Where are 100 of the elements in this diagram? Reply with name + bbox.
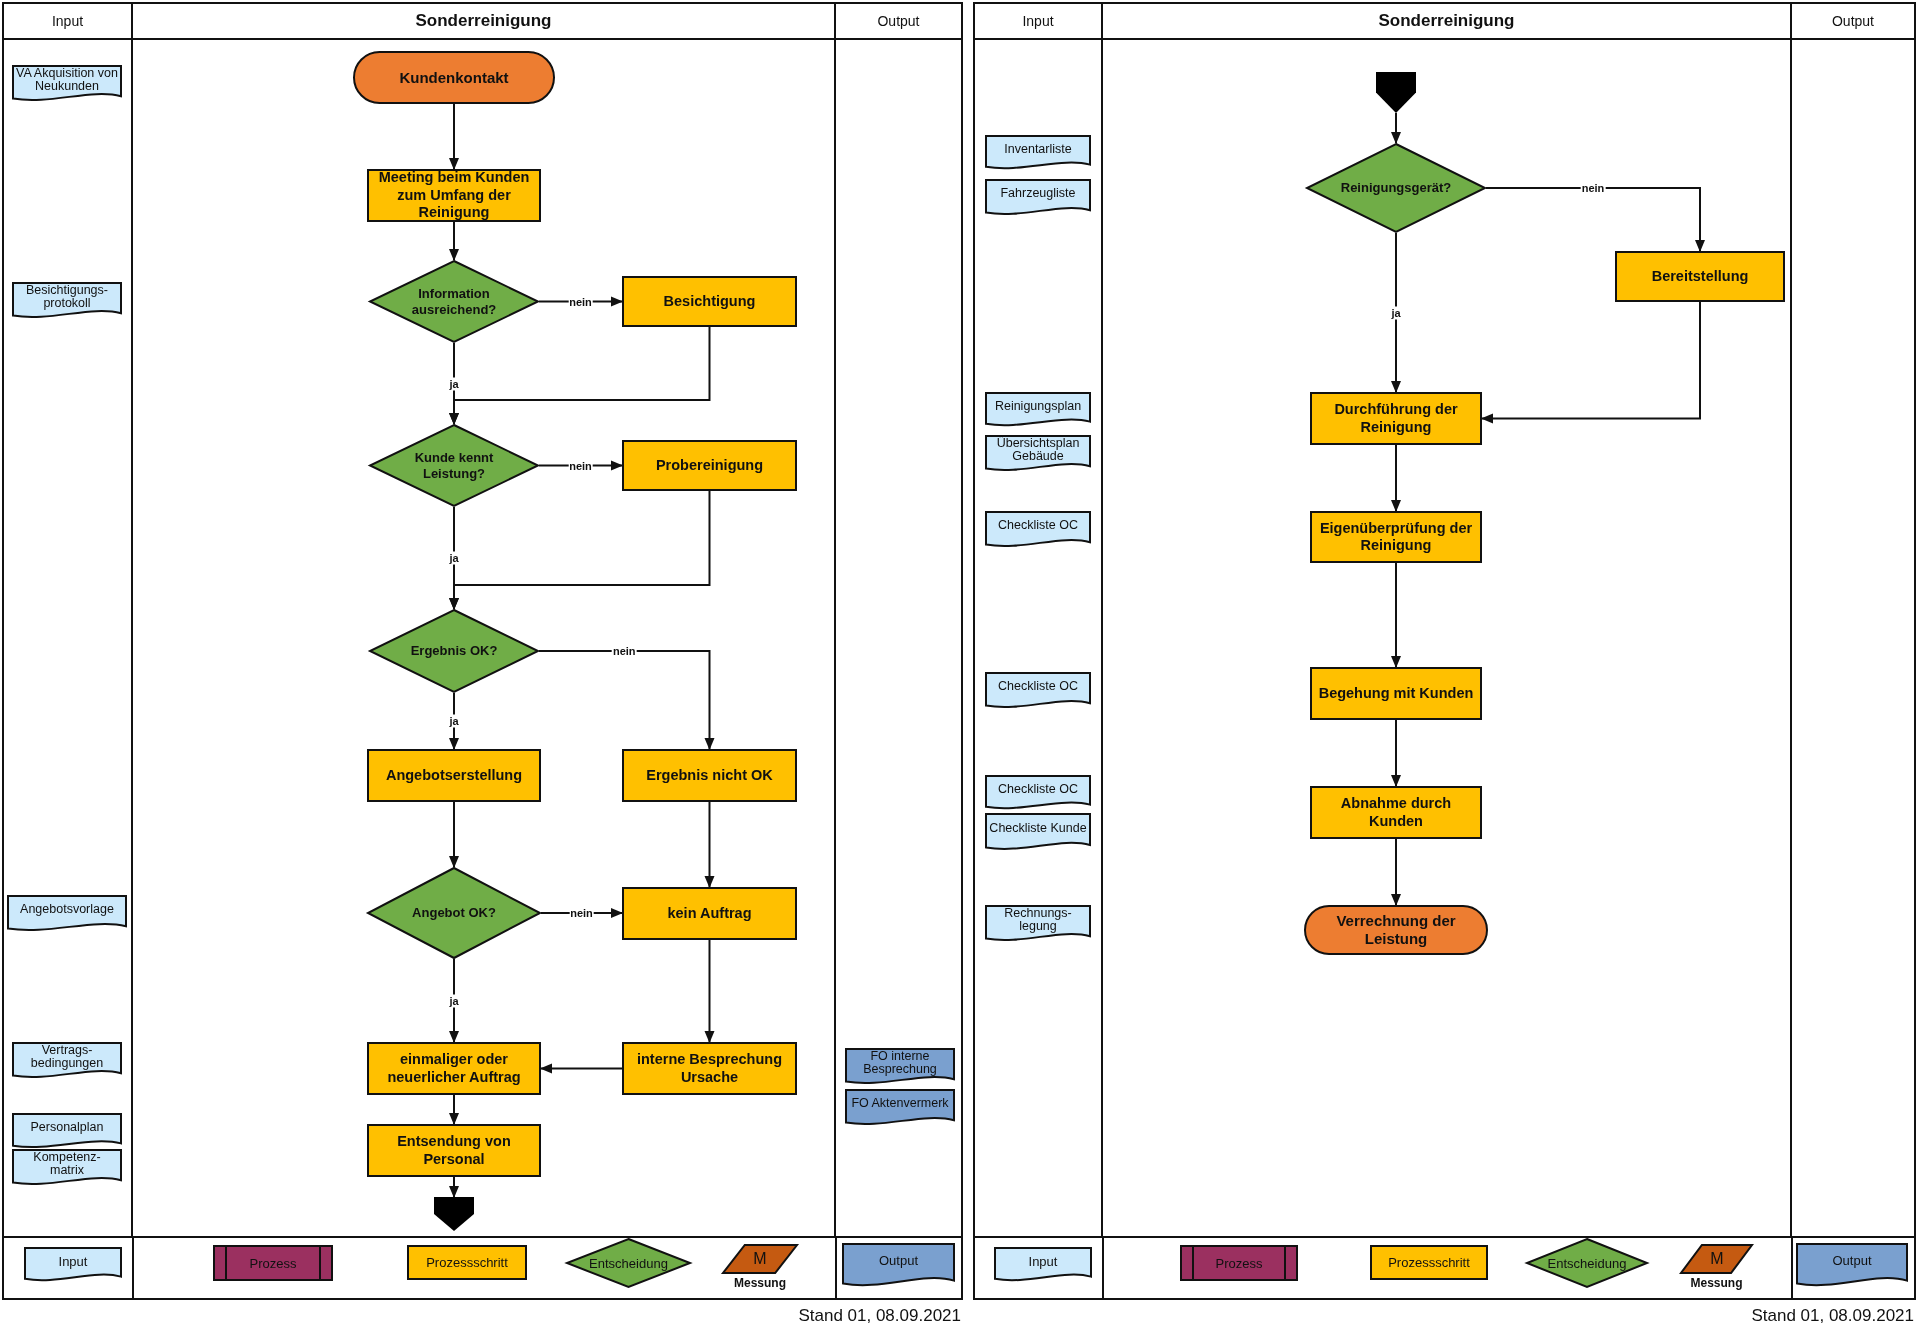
node-label: VA Akquisition von Neukunden <box>15 66 119 94</box>
arrow <box>540 908 623 918</box>
arrow <box>449 490 711 610</box>
swimlane-column <box>1790 2 1916 1238</box>
arrow <box>449 103 459 170</box>
arrow <box>704 939 715 1043</box>
output-document <box>845 1048 955 1087</box>
column-header: Output <box>1792 4 1914 40</box>
input-document <box>985 435 1091 474</box>
legend-label: Entscheidung <box>1546 1254 1628 1273</box>
legend-label: Prozess <box>248 1254 298 1273</box>
legend-label: Output <box>1831 1252 1873 1270</box>
node-label: kein Auftrag <box>667 904 752 923</box>
node-label: Vertrags- bedingungen <box>29 1043 105 1071</box>
node-label: Inventarliste <box>1004 142 1072 157</box>
arrow <box>540 1063 623 1074</box>
legend-label: Prozessschritt <box>1387 1254 1471 1272</box>
node-label: Meeting beim Kunden zum Umfang der Reinigung <box>377 169 531 222</box>
edge-label: nein <box>568 459 593 472</box>
arrow <box>449 1176 459 1198</box>
edge-label: ja <box>448 551 460 565</box>
input-document <box>12 1042 122 1081</box>
arrow <box>449 326 711 425</box>
node-label: interne Besprechung Ursache <box>636 1051 783 1086</box>
arrow <box>1391 838 1401 906</box>
arrow <box>1391 562 1401 668</box>
input-document <box>985 511 1091 550</box>
arrow <box>1391 719 1401 787</box>
node-label: Kundenkontakt <box>399 68 509 87</box>
node-label: einmaliger oder neuerlicher Auftrag <box>386 1051 522 1086</box>
input-document <box>985 135 1091 172</box>
node-label: Checkliste OC <box>998 519 1078 533</box>
input-document <box>985 392 1091 429</box>
node-label: Angebotsvorlage <box>20 903 114 917</box>
arrow <box>1485 187 1705 252</box>
node-label: Durchführung der Reinigung <box>1333 401 1459 436</box>
off-page-connector <box>434 1197 474 1231</box>
node-label: Fahrzeugliste <box>1000 187 1076 201</box>
node-label: Checkliste Kunde <box>989 821 1087 836</box>
node-label: Besichtigung <box>663 292 756 311</box>
node-label: Checkliste OC <box>998 782 1078 797</box>
process-box <box>1310 786 1482 839</box>
node-label: Reinigungsgerät? <box>1340 180 1452 196</box>
edge-label: ja <box>448 994 460 1007</box>
edge-label: nein <box>1580 181 1606 195</box>
column-header: Input <box>975 4 1101 40</box>
arrow <box>449 801 459 868</box>
arrow <box>1391 232 1401 393</box>
node-label: Verrechnung der Leistung <box>1335 912 1457 948</box>
process-box <box>622 276 797 327</box>
column-header: Output <box>836 4 961 40</box>
edge-label: ja <box>1390 306 1402 319</box>
arrow <box>1481 301 1701 424</box>
node-label: Kompetenz- matrix <box>32 1150 102 1178</box>
node-label: Probereinigung <box>655 456 764 475</box>
input-document <box>985 813 1091 853</box>
edge-label: nein <box>568 295 593 308</box>
node-label: Rechnungs- legung <box>1003 906 1073 934</box>
version-note: Stand 01, 08.09.2021 <box>798 1306 961 1326</box>
off-page-connector <box>1376 72 1416 113</box>
node-label: Ergebnis nicht OK <box>646 766 773 785</box>
column-header: Sonderreinigung <box>133 4 834 40</box>
process-box <box>622 440 797 491</box>
legend-label: Prozessschritt <box>425 1254 509 1272</box>
swimlane-column <box>973 2 1103 1238</box>
input-document <box>7 895 127 934</box>
process-box <box>367 749 541 802</box>
symbol-letter: M <box>1710 1250 1724 1268</box>
arrow <box>449 1094 459 1125</box>
legend-label: Input <box>57 1252 89 1271</box>
legend-label: Output <box>878 1252 919 1270</box>
node-label: Entsendung von Personal <box>396 1133 512 1168</box>
input-document <box>985 672 1091 711</box>
symbol-letter: M <box>753 1250 767 1268</box>
arrow <box>704 801 715 888</box>
arrow <box>538 650 715 750</box>
process-box <box>1310 667 1482 720</box>
arrow <box>449 221 459 261</box>
decision-diamond <box>369 260 539 343</box>
node-label: Begehung mit Kunden <box>1318 684 1474 703</box>
node-label: Checkliste OC <box>998 680 1078 694</box>
legend-label: Messung <box>1689 1276 1744 1290</box>
column-header: Input <box>4 4 131 40</box>
legend-label: Prozess <box>1214 1254 1264 1273</box>
process-box <box>622 1042 797 1095</box>
legend-label: Entscheidung <box>588 1254 669 1273</box>
process-box <box>622 749 797 802</box>
input-document <box>985 775 1091 812</box>
node-label: Abnahme durch Kunden <box>1339 795 1453 830</box>
node-label: Übersichtsplan Gebäude <box>995 436 1081 464</box>
node-label: Angebotserstellung <box>385 766 523 785</box>
terminal-shape <box>1304 905 1488 955</box>
edge-label: ja <box>448 714 460 728</box>
swimlane-column <box>834 2 963 1238</box>
node-label: Kunde kennt Leistung? <box>413 449 495 482</box>
decision-diamond <box>367 867 541 959</box>
process-box <box>367 1042 541 1095</box>
legend-label: Messung <box>733 1276 787 1290</box>
edge-label: nein <box>611 644 637 658</box>
process-box <box>367 1124 541 1177</box>
